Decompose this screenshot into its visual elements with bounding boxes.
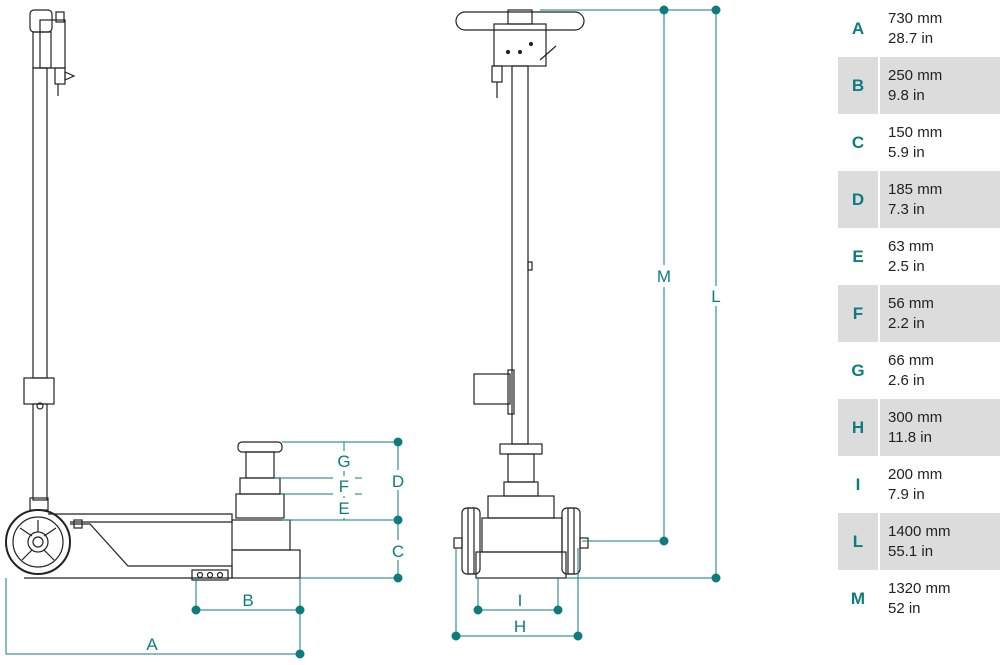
spec-row: M 1320 mm 52 in [838,570,1000,627]
spec-letter: D [838,171,878,228]
spec-inch: 7.9 in [888,485,925,503]
spec-values: 56 mm 2.2 in [880,285,1000,342]
spec-values: 150 mm 5.9 in [880,114,1000,171]
spec-values: 185 mm 7.3 in [880,171,1000,228]
spec-mm: 300 mm [888,408,943,426]
spec-mm: 1320 mm [888,579,951,597]
spec-inch: 2.2 in [888,314,925,332]
spec-mm: 66 mm [888,351,934,369]
spec-values: 1400 mm 55.1 in [880,513,1000,570]
spec-values: 66 mm 2.6 in [880,342,1000,399]
spec-values: 300 mm 11.8 in [880,399,1000,456]
spec-mm: 200 mm [888,465,943,483]
spec-letter: A [851,18,865,38]
jack-technical-drawing: G F E D C B A I H M L [5,5,721,659]
dim-label-a: A [146,635,158,654]
spec-mm: 56 mm [888,294,934,312]
dim-label-m: M [657,267,671,286]
spec-row: B 250 mm 9.8 in [838,57,1000,114]
spec-letter: M [850,588,866,608]
spec-row: A 730 mm 28.7 in [838,0,1000,57]
spec-mm: 250 mm [888,66,943,84]
spec-mm: 1400 mm [888,522,951,540]
side-view-jack [5,9,301,581]
spec-mm: 63 mm [888,237,934,255]
spec-row: G 66 mm 2.6 in [838,342,1000,399]
spec-inch: 52 in [888,599,921,617]
spec-row: F 56 mm 2.2 in [838,285,1000,342]
dim-label-d: D [392,472,404,491]
spec-values: 250 mm 9.8 in [880,57,1000,114]
spec-letter: E [852,246,864,266]
spec-row: I 200 mm 7.9 in [838,456,1000,513]
dimension-lines [5,5,721,659]
dimension-labels: G F E D C B A I H M L [146,267,720,654]
dim-label-h: H [514,617,526,636]
spec-inch: 55.1 in [888,542,934,560]
spec-letter: I [855,474,861,494]
spec-mm: 150 mm [888,123,943,141]
spec-letter: B [838,57,878,114]
dim-label-l: L [711,287,720,306]
dim-label-g: G [337,452,350,471]
spec-mm: 730 mm [888,9,943,27]
spec-letter: L [838,513,878,570]
spec-inch: 2.5 in [888,257,925,275]
spec-values: 63 mm 2.5 in [880,228,1000,285]
spec-row: H 300 mm 11.8 in [838,399,1000,456]
spec-values: 1320 mm 52 in [880,570,1000,627]
spec-row: E 63 mm 2.5 in [838,228,1000,285]
spec-row: L 1400 mm 55.1 in [838,513,1000,570]
dimension-spec-table: A 730 mm 28.7 in B 250 mm 9.8 in C 150 mm 5.9 in… [838,0,1000,627]
spec-values: 200 mm 7.9 in [880,456,1000,513]
spec-inch: 9.8 in [888,86,925,104]
spec-row: C 150 mm 5.9 in [838,114,1000,171]
front-view-jack [453,9,589,579]
dim-label-c: C [392,542,404,561]
spec-letter: H [838,399,878,456]
spec-letter: C [851,132,865,152]
spec-inch: 5.9 in [888,143,925,161]
dim-label-f: F [339,477,349,496]
spec-inch: 7.3 in [888,200,925,218]
dim-label-i: I [518,591,523,610]
spec-inch: 11.8 in [888,428,932,446]
spec-values: 730 mm 28.7 in [880,0,1000,57]
dim-label-b: B [242,591,253,610]
spec-mm: 185 mm [888,180,943,198]
spec-letter: G [851,360,865,380]
spec-letter: F [838,285,878,342]
spec-row: D 185 mm 7.3 in [838,171,1000,228]
spec-inch: 2.6 in [888,371,925,389]
spec-inch: 28.7 in [888,29,934,47]
dim-label-e: E [338,499,349,518]
